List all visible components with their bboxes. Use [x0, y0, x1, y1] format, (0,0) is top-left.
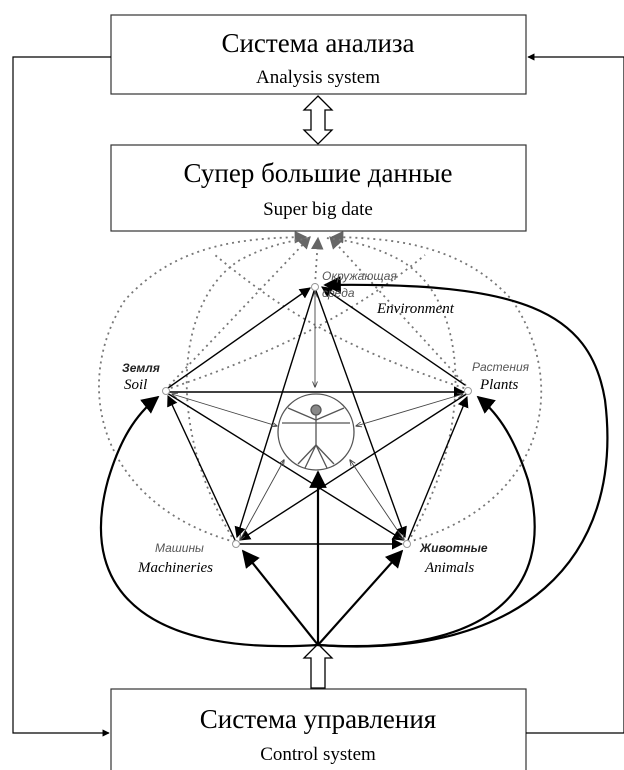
node-machineries: Машины Machineries	[137, 541, 213, 576]
node-points	[162, 283, 472, 548]
node-soil: Земля Soil	[122, 361, 160, 393]
analysis-title-en: Analysis system	[256, 67, 380, 88]
control-hub-links	[99, 275, 609, 648]
control-system-box: Система управления Control system	[110, 688, 527, 770]
plants-label-en: Plants	[479, 377, 518, 393]
control-title-en: Control system	[260, 744, 376, 765]
right-feedback-line	[526, 53, 624, 734]
soil-label-ru: Земля	[122, 361, 160, 375]
environment-label-en: Environment	[376, 301, 455, 317]
double-arrow-icon	[302, 95, 334, 145]
environment-label-ru-1: Окружающая	[322, 269, 397, 283]
plants-label-ru: Растения	[472, 360, 530, 374]
control-title-ru: Система управления	[200, 704, 436, 734]
machineries-label-en: Machineries	[137, 560, 213, 576]
environment-label-ru-2: среда	[322, 286, 355, 300]
node-environment: Окружающая среда Environment	[322, 269, 455, 317]
data-title-en: Super big date	[263, 199, 373, 220]
node-plants: Растения Plants	[472, 360, 530, 393]
vitruvian-human-icon	[277, 393, 355, 471]
left-feedback-line	[12, 56, 111, 737]
animals-label-ru: Животные	[419, 541, 488, 555]
node-animals: Животные Animals	[419, 541, 488, 576]
data-title-ru: Супер большие данные	[184, 158, 453, 188]
center-links	[172, 292, 463, 540]
animals-label-en: Animals	[424, 560, 474, 576]
soil-label-en: Soil	[124, 377, 147, 393]
big-data-box: Супер большие данные Super big date	[110, 144, 527, 232]
analysis-title-ru: Система анализа	[221, 28, 414, 58]
control-up-arrow-icon	[302, 643, 334, 689]
analysis-system-box: Система анализа Analysis system	[110, 14, 527, 95]
machineries-label-ru: Машины	[155, 541, 204, 555]
dotted-data-links	[98, 230, 543, 543]
